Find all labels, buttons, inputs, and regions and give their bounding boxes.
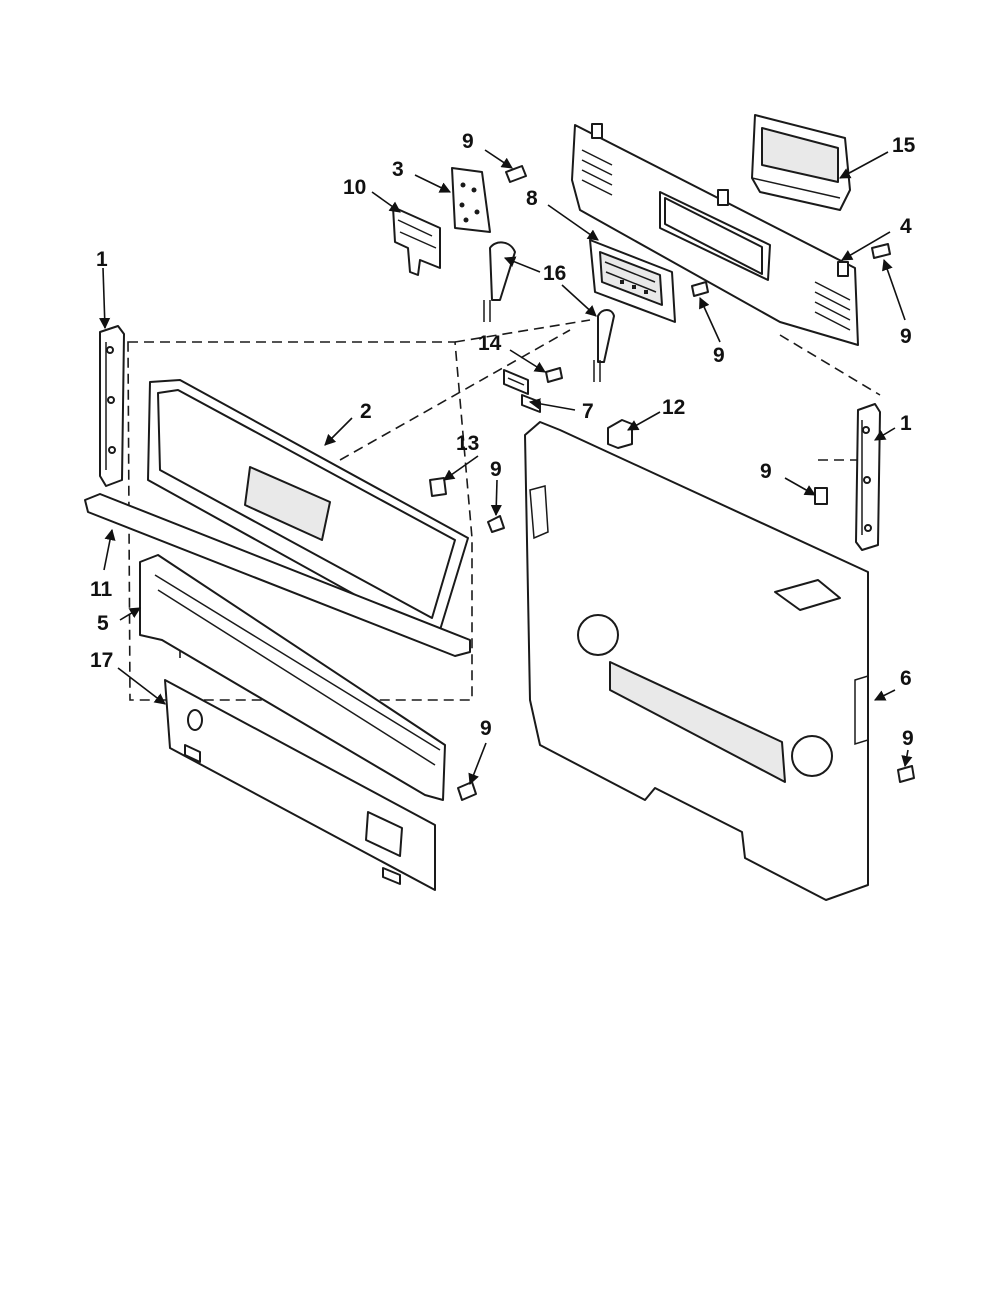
callout-11: 11 bbox=[90, 578, 113, 601]
callout-8: 8 bbox=[526, 187, 538, 210]
callout-17: 17 bbox=[90, 649, 113, 672]
part-4-vent-panel bbox=[571, 123, 859, 346]
callout-9-right-top: 9 bbox=[900, 325, 912, 348]
part-1-side-trim-left bbox=[99, 325, 125, 487]
screws bbox=[457, 165, 915, 801]
callout-15: 15 bbox=[892, 134, 916, 157]
assembly-dashed-lines bbox=[127, 319, 881, 701]
part-1-side-trim-right bbox=[855, 403, 881, 551]
screw-9-right-top bbox=[871, 243, 891, 259]
part-6-rear-panel bbox=[524, 421, 869, 901]
callout-labels: 9 3 10 8 15 4 9 1 16 9 14 2 7 12 1 13 9 … bbox=[90, 130, 916, 750]
part-12-clip bbox=[607, 419, 633, 449]
part-3-switch-plate bbox=[451, 167, 491, 233]
part-11-trim-strip bbox=[84, 493, 471, 657]
screw-9-14 bbox=[545, 367, 563, 383]
callout-6: 6 bbox=[900, 667, 912, 690]
callout-1-right: 1 bbox=[900, 412, 912, 435]
screw-9-control bbox=[691, 281, 709, 297]
callout-14: 14 bbox=[478, 332, 502, 355]
part-5-lower-rail bbox=[139, 554, 446, 801]
screw-9-bottom-left bbox=[457, 781, 477, 801]
part-13-clip bbox=[429, 477, 447, 497]
screw-9-mid-left bbox=[487, 515, 505, 533]
screw-9-bottom-right bbox=[897, 765, 915, 783]
callout-1-left: 1 bbox=[96, 248, 108, 271]
part-14-clip bbox=[503, 369, 529, 395]
part-15-top-bracket bbox=[751, 114, 851, 211]
callout-13: 13 bbox=[456, 432, 479, 455]
callout-16: 16 bbox=[543, 262, 566, 285]
leader-lines bbox=[99, 149, 913, 786]
callout-9-bottom-right: 9 bbox=[902, 727, 914, 750]
callout-12: 12 bbox=[662, 396, 685, 419]
callout-9-mid-left: 9 bbox=[490, 458, 502, 481]
part-17-access-panel bbox=[164, 679, 436, 891]
part-8-electronic-control bbox=[589, 239, 676, 323]
callout-9-control: 9 bbox=[713, 344, 725, 367]
callout-9-bottom-left: 9 bbox=[480, 717, 492, 740]
screw-9-mid-right bbox=[814, 487, 828, 505]
part-2-control-panel bbox=[147, 379, 469, 631]
part-10-bracket bbox=[392, 206, 441, 276]
callout-4: 4 bbox=[900, 215, 912, 238]
callout-7: 7 bbox=[582, 400, 594, 423]
callout-9-mid-right: 9 bbox=[760, 460, 772, 483]
callout-9-top: 9 bbox=[462, 130, 474, 153]
callout-10: 10 bbox=[343, 176, 366, 199]
screw-9-top bbox=[505, 165, 527, 183]
callout-2: 2 bbox=[360, 400, 372, 423]
callout-5: 5 bbox=[97, 612, 109, 635]
callout-3: 3 bbox=[392, 158, 404, 181]
